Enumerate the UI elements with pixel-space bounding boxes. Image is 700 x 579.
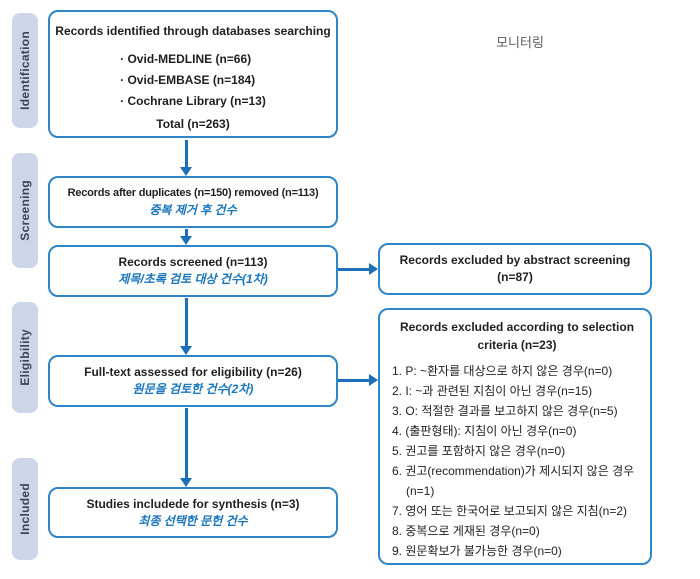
exclusion-reason: 6. 권고(recommendation)가 제시되지 않은 경우 (n=1) [392, 464, 635, 498]
flow-box-excluded-abstract: Records excluded by abstract screening (… [378, 243, 652, 295]
flow-box-excluded-criteria: Records excluded according to selection … [378, 308, 652, 565]
exclusion-reason: 9. 원문확보가 불가능한 경우(n=0) [392, 544, 562, 558]
arrow-stem [184, 298, 188, 346]
box-title: Records excluded by abstract screening (… [399, 253, 631, 284]
arrow-head [180, 167, 192, 176]
stage-label-screening: Screening [12, 153, 38, 268]
arrow-down-icon [180, 229, 192, 245]
flow-box-records-screened: Records screened (n=113) 제목/초록 검토 대상 건수(… [48, 245, 338, 297]
database-item: · Cochrane Library (n=13) [120, 94, 266, 108]
stage-label-eligibility: Eligibility [12, 302, 38, 413]
exclusion-reason: 2. I: ~과 관련된 지침이 아닌 경우(n=15) [392, 384, 593, 398]
stage-label-text: Eligibility [18, 329, 32, 386]
stage-label-identification: Identification [12, 13, 38, 128]
arrow-head [369, 263, 378, 275]
database-item: · Ovid-MEDLINE (n=66) [120, 52, 252, 66]
database-list: · Ovid-MEDLINE (n=66) · Ovid-EMBASE (n=1… [120, 49, 266, 112]
exclusion-reason: 7. 영어 또는 한국어로 보고되지 않은 지침(n=2) [392, 504, 628, 518]
flow-box-studies-included: Studies includede for synthesis (n=3) 최종… [48, 487, 338, 538]
arrow-down-icon [180, 408, 192, 487]
box-subtitle-ko: 제목/초록 검토 대상 건수(1차) [118, 272, 268, 286]
box-subtitle-ko: 최종 선택한 문헌 건수 [138, 513, 248, 528]
exclusion-reason: 5. 권고를 포함하지 않은 경우(n=0) [392, 444, 566, 458]
flow-box-fulltext-assessed: Full-text assessed for eligibility (n=26… [48, 355, 338, 407]
arrow-stem [184, 229, 188, 236]
box-title: Full-text assessed for eligibility (n=26… [84, 365, 302, 379]
arrow-right-icon [338, 263, 378, 275]
exclusion-reason: 8. 중복으로 게재된 경우(n=0) [392, 524, 540, 538]
monitoring-note: 모니터링 [496, 35, 544, 50]
stage-label-included: Included [12, 458, 38, 560]
arrow-head [180, 236, 192, 245]
arrow-stem [338, 378, 369, 382]
database-item: · Ovid-EMBASE (n=184) [120, 73, 256, 87]
stage-label-text: Identification [18, 31, 32, 110]
arrow-right-icon [338, 374, 378, 386]
arrow-stem [184, 140, 188, 167]
exclusion-reason: 3. O: 적절한 결과를 보고하지 않은 경우(n=5) [392, 404, 618, 418]
arrow-down-icon [180, 140, 192, 176]
box-title: Records identified through databases sea… [55, 24, 331, 38]
box-subtitle-ko: 중복 제거 후 건수 [149, 203, 237, 217]
box-title: Studies includede for synthesis (n=3) [86, 496, 300, 511]
arrow-stem [338, 267, 369, 271]
stage-label-text: Screening [18, 180, 32, 241]
box-title: Records excluded according to selection … [399, 320, 635, 352]
box-title: Records after duplicates (n=150) removed… [67, 187, 319, 199]
exclusion-reason: 4. (출판형태): 지침이 아닌 경우(n=0) [392, 424, 577, 438]
arrow-head [180, 478, 192, 487]
arrow-down-icon [180, 298, 192, 355]
total-count: Total (n=263) [156, 117, 230, 131]
box-title: Records screened (n=113) [118, 255, 268, 269]
exclusion-reason: 1. P: ~환자를 대상으로 하지 않은 경우(n=0) [392, 364, 613, 378]
exclusion-reason-list: 1. P: ~환자를 대상으로 하지 않은 경우(n=0) 2. I: ~과 관… [392, 361, 640, 561]
box-subtitle-ko: 원문을 검토한 건수(2차) [132, 382, 254, 396]
arrow-head [369, 374, 378, 386]
arrow-head [180, 346, 192, 355]
stage-label-text: Included [18, 483, 32, 535]
flow-box-records-identified: Records identified through databases sea… [48, 10, 338, 138]
arrow-stem [184, 408, 188, 478]
flow-box-duplicates-removed: Records after duplicates (n=150) removed… [48, 176, 338, 228]
